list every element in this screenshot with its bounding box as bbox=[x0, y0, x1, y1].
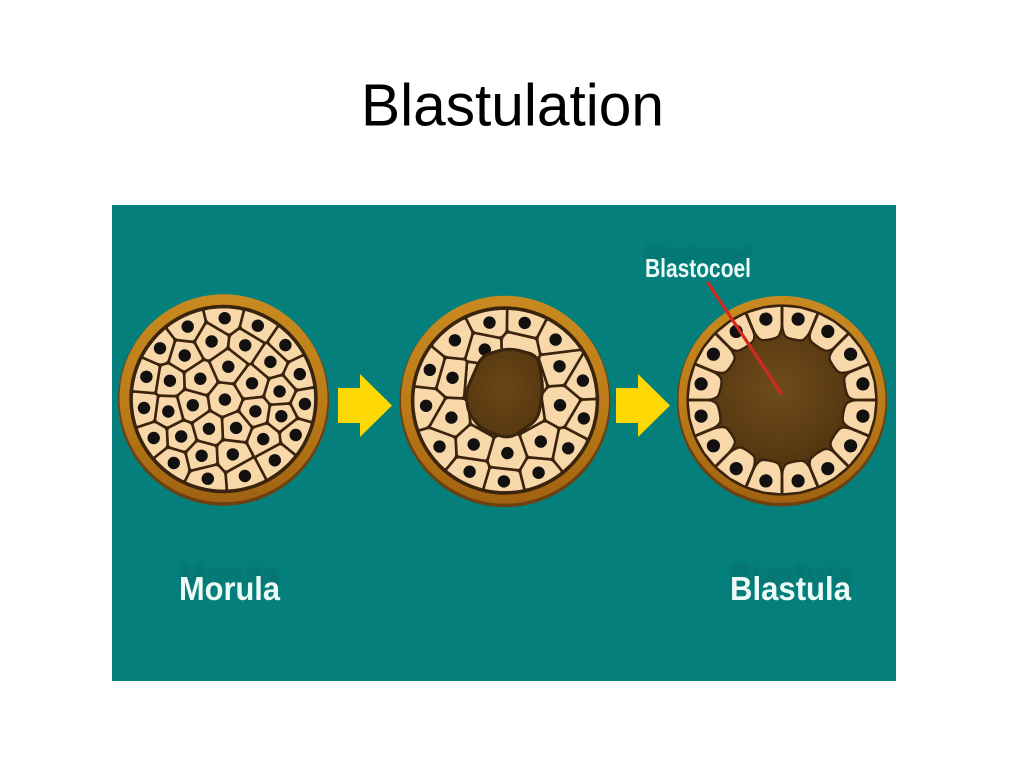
svg-text:Blastocoel: Blastocoel bbox=[645, 253, 751, 283]
svg-text:Blastulation: Blastulation bbox=[361, 73, 664, 139]
svg-text:Blastocoel: Blastocoel bbox=[645, 239, 751, 269]
svg-text:Morula: Morula bbox=[179, 570, 281, 607]
svg-text:Blastula: Blastula bbox=[730, 556, 852, 593]
svg-text:Blastula: Blastula bbox=[730, 570, 852, 607]
svg-text:Morula: Morula bbox=[179, 556, 281, 593]
